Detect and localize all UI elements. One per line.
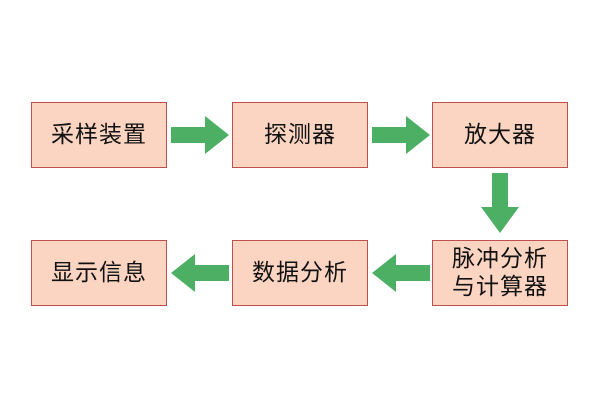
node-label-line-2: 与计算器 xyxy=(452,274,548,300)
arrow-down-icon xyxy=(481,173,519,233)
node-label: 数据分析 xyxy=(252,260,348,286)
arrow-shape xyxy=(372,254,430,292)
arrow-shape xyxy=(171,254,229,292)
arrow-shape xyxy=(481,173,519,233)
node-data-analysis: 数据分析 xyxy=(232,240,368,306)
node-label: 探测器 xyxy=(264,122,336,148)
node-display-info: 显示信息 xyxy=(31,240,167,306)
node-sampling-device: 采样装置 xyxy=(31,102,167,168)
arrow-left-icon xyxy=(171,254,229,292)
node-label: 显示信息 xyxy=(51,260,147,286)
arrow-right-icon xyxy=(372,116,430,154)
arrow-left-icon xyxy=(372,254,430,292)
arrow-shape xyxy=(171,116,229,154)
node-detector: 探测器 xyxy=(232,102,368,168)
node-label: 采样装置 xyxy=(51,122,147,148)
arrow-right-icon xyxy=(171,116,229,154)
node-label: 放大器 xyxy=(464,122,536,148)
node-amplifier: 放大器 xyxy=(432,102,568,168)
node-pulse-analysis-calculator: 脉冲分析 与计算器 xyxy=(432,240,568,306)
arrow-shape xyxy=(372,116,430,154)
node-label-line-1: 脉冲分析 xyxy=(452,246,548,272)
